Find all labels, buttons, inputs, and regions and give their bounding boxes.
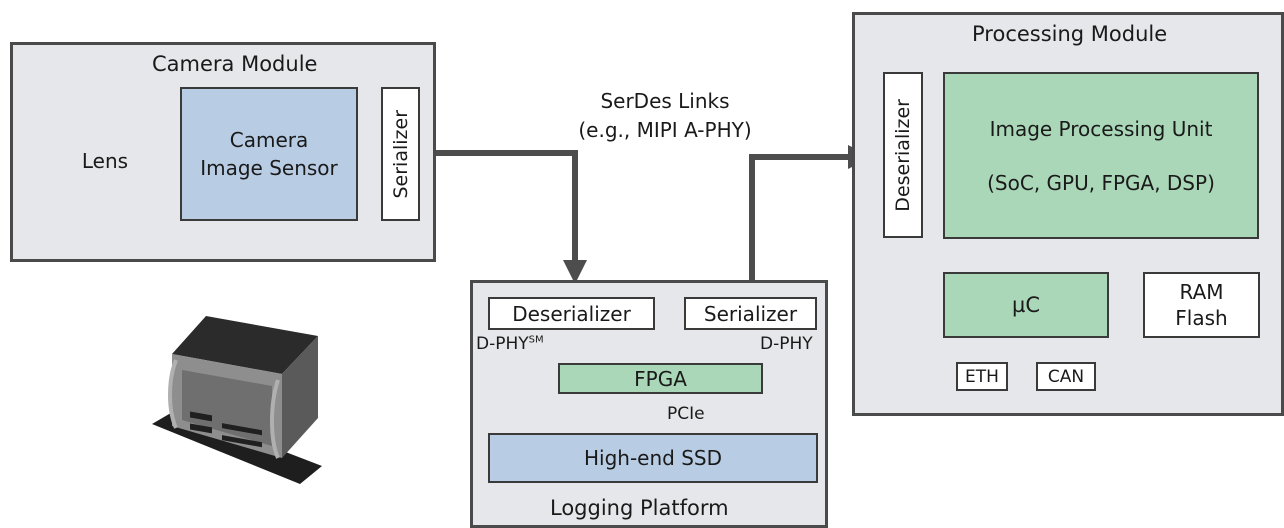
ram-flash: RAM Flash [1143,272,1260,338]
pcie-label: PCIe [667,404,705,424]
ram-label: RAM [1179,280,1224,304]
logging-deserializer: Deserializer [488,297,655,330]
ipu-label-line2: (SoC, GPU, FPGA, DSP) [987,170,1215,195]
camera-module-title: Camera Module [152,52,318,76]
microcontroller-label: µC [1011,293,1041,317]
microcontroller: µC [943,272,1109,338]
sensor-label-line1: Camera [229,128,309,152]
flash-label: Flash [1175,306,1228,330]
serdes-label-line1: SerDes Links [600,89,730,113]
sensor-label-line2: Image Sensor [200,156,338,180]
high-end-ssd: High-end SSD [488,433,818,483]
logging-fpga: FPGA [558,363,763,394]
can-port: CAN [1036,362,1096,391]
dphy-sm-label: D-PHYSM [476,334,544,354]
ssd-label: High-end SSD [583,446,722,470]
logging-serializer-label: Serializer [703,301,798,326]
processing-module-title: Processing Module [972,22,1168,46]
serdes-label-line2: (e.g., MIPI A-PHY) [578,118,752,142]
dphy-label: D-PHY [760,334,813,354]
eth-label: ETH [965,366,999,387]
camera-serializer-label: Serializer [389,109,412,199]
camera-serializer: Serializer [381,87,420,221]
can-label: CAN [1047,366,1085,387]
logging-hardware-image [152,316,322,484]
fpga-label: FPGA [634,366,687,391]
serdes-link-camera-to-logger [426,150,587,284]
lens-label: Lens [81,149,129,173]
logging-serializer: Serializer [684,297,817,330]
ipu-label-line1: Image Processing Unit [989,116,1213,141]
serdes-link-logger-to-processing [749,145,872,298]
camera-image-sensor: Camera Image Sensor [180,87,358,221]
image-processing-unit: Image Processing Unit (SoC, GPU, FPGA, D… [943,72,1259,239]
serdes-links-label: SerDes Links (e.g., MIPI A-PHY) [530,84,800,148]
dphy-superscript: SM [528,334,544,346]
processing-deserializer-label: Deserializer [892,98,914,212]
eth-port: ETH [956,362,1008,391]
logging-platform-title: Logging Platform [550,496,729,520]
processing-deserializer: Deserializer [883,72,923,238]
logging-deserializer-label: Deserializer [512,301,631,326]
